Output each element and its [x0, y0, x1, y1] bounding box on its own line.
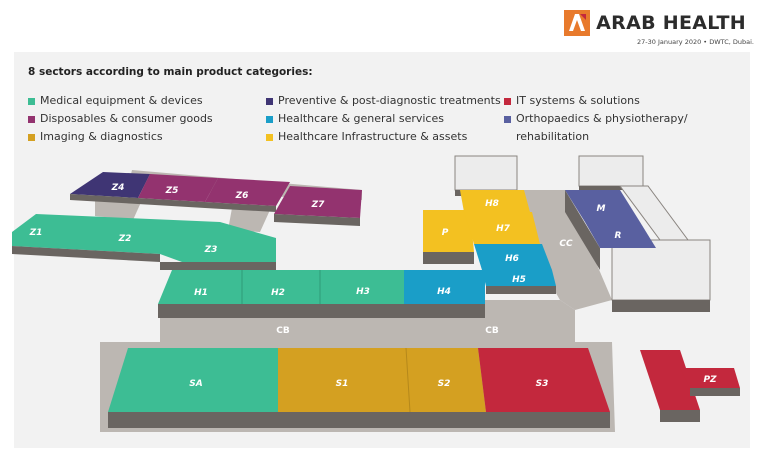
legend-title: 8 sectors according to main product cate… [28, 66, 313, 78]
hall-label-m: M [597, 204, 606, 214]
hall-label-s3: S3 [536, 379, 549, 389]
legend-swatch [266, 116, 273, 123]
legend-item-imaging: Imaging & diagnostics [28, 128, 213, 146]
zabeel-upper-halls: Z4 Z5 Z6 Z7 [70, 172, 362, 226]
hall-label-z3: Z3 [204, 245, 218, 255]
hall-label-h3: H3 [356, 287, 370, 297]
legend-swatch [504, 98, 511, 105]
hall-pz: PZ [640, 350, 740, 422]
zabeel-lower-halls: Z1 Z2 Z3 [12, 214, 276, 270]
halls-m-r: M R [565, 190, 656, 270]
sheikh-saeed-halls: H1 H2 H3 H4 [158, 270, 485, 318]
legend-swatch [28, 116, 35, 123]
legend-item-infrastructure: Healthcare Infrastructure & assets [266, 128, 501, 146]
neutral-buildings [454, 155, 711, 312]
hall-label-pz: PZ [703, 375, 717, 385]
hall-label-h6: H6 [505, 254, 519, 264]
brand-name: ARAB HEALTH [596, 12, 746, 34]
hall-label-s2: S2 [438, 379, 451, 389]
legend-swatch [266, 98, 273, 105]
legend-column-1: Medical equipment & devices Disposables … [28, 92, 213, 146]
hall-label-sa: SA [189, 379, 202, 389]
hall-label-cc: CC [559, 239, 573, 249]
legend-item-medical: Medical equipment & devices [28, 92, 213, 110]
legend-swatch [504, 116, 511, 123]
hall-label-r: R [615, 231, 622, 241]
header: ARAB HEALTH 27-30 January 2020 • DWTC, D… [0, 0, 768, 52]
legend-item-preventive: Preventive & post-diagnostic treatments [266, 92, 501, 110]
walkway-label-cb-2: CB [485, 326, 499, 336]
legend-column-3: IT systems & solutions Orthopaedics & ph… [504, 92, 696, 146]
legend-item-it: IT systems & solutions [504, 92, 696, 110]
hall-label-z6: Z6 [235, 191, 249, 201]
brand-logo: ARAB HEALTH [564, 10, 746, 36]
legend-swatch [28, 98, 35, 105]
hall-cluster-h5-h8: P H8 H7 H6 H5 CC [423, 190, 573, 294]
hall-label-h2: H2 [271, 288, 285, 298]
south-halls: SA S1 S2 S3 [108, 347, 610, 428]
hall-label-z1: Z1 [29, 228, 43, 238]
hall-label-h1: H1 [194, 288, 208, 298]
legend-swatch [266, 134, 273, 141]
legend-item-disposables: Disposables & consumer goods [28, 110, 213, 128]
legend-item-ortho: Orthopaedics & physiotherapy/ rehabilita… [504, 110, 696, 146]
hall-label-h4: H4 [437, 287, 451, 297]
hall-label-z5: Z5 [165, 186, 179, 196]
hall-label-s1: S1 [336, 379, 349, 389]
event-tagline: 27-30 January 2020 • DWTC, Dubai. [637, 38, 754, 46]
legend-swatch [28, 134, 35, 141]
walkway-label-cb-1: CB [276, 326, 290, 336]
hall-label-p: P [442, 228, 449, 238]
hall-label-z4: Z4 [111, 183, 125, 193]
legend-column-2: Preventive & post-diagnostic treatments … [266, 92, 501, 146]
arab-health-logo-icon [564, 10, 591, 36]
hall-label-h8: H8 [485, 199, 499, 209]
hall-label-z2: Z2 [118, 234, 132, 244]
hall-label-h5: H5 [512, 275, 526, 285]
legend-item-healthcare: Healthcare & general services [266, 110, 501, 128]
hall-label-h7: H7 [496, 224, 511, 234]
hall-label-z7: Z7 [311, 200, 326, 210]
